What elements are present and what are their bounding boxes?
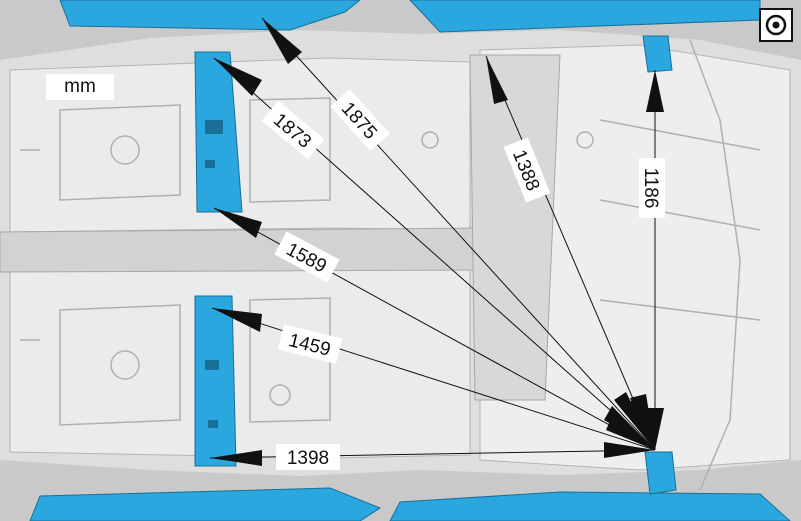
- dim-label-1186: 1186: [639, 158, 665, 218]
- center-tunnel: [0, 227, 481, 273]
- rear-right-sill-highlight: [389, 491, 791, 521]
- rear-left-bracket-highlight: [194, 295, 237, 467]
- rear-crossmember: [469, 54, 561, 401]
- front-left-sill-highlight: [59, 0, 361, 31]
- arrowhead-1459: [212, 308, 262, 332]
- lower-right-mount-highlight: [644, 451, 677, 495]
- view-symbol-graphic: [765, 14, 787, 36]
- origin-arrowhead-fan: [604, 392, 664, 458]
- arrowhead-1589: [214, 208, 262, 238]
- bracket-hole-details: [205, 120, 223, 428]
- arrowhead-1186: [646, 70, 664, 112]
- arrowhead-1398: [210, 450, 262, 466]
- svg-text:1186: 1186: [640, 168, 661, 209]
- panel-detail-lines: [20, 39, 761, 491]
- measure-line-1875: [261, 17, 656, 451]
- svg-text:1398: 1398: [287, 448, 329, 469]
- dim-label-1398: 1398: [276, 444, 340, 470]
- left-rear-floor-pan: [9, 265, 471, 459]
- unit-label: mm: [46, 74, 114, 100]
- arrowhead-1875: [262, 18, 302, 64]
- bottom-view-icon: [759, 8, 793, 42]
- upper-right-mount-highlight: [642, 35, 673, 73]
- arrowheads: [210, 18, 664, 466]
- measure-line-1388: [485, 55, 656, 451]
- arrowhead-1873: [214, 58, 262, 96]
- arrowhead-1388: [486, 56, 508, 104]
- rear-left-sill-highlight: [29, 487, 382, 521]
